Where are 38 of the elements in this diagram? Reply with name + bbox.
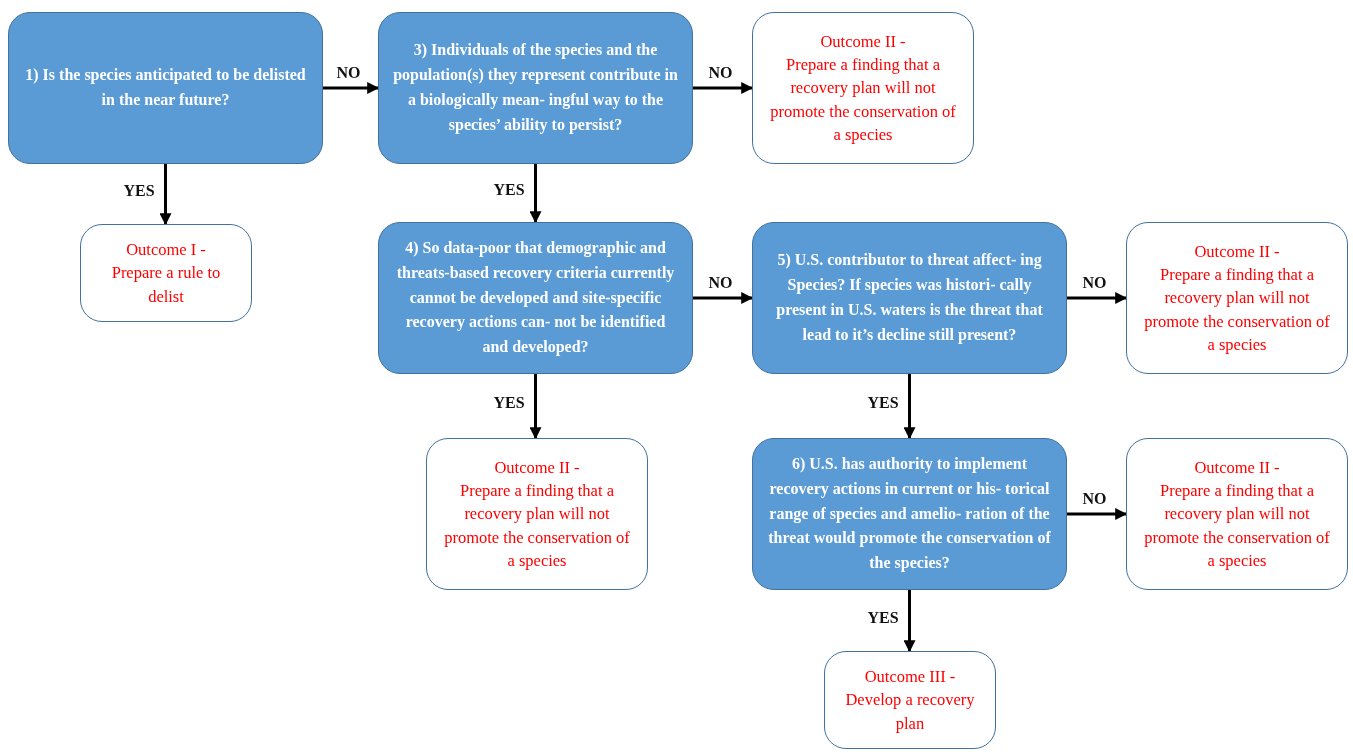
outcome-box: [752, 12, 974, 164]
box-text: 1) Is the species anticipated to be delisted in the near future?: [24, 65, 307, 110]
outcome-box: [426, 438, 648, 590]
box-text: 4) So data-poor that demographic and threats-based recovery criteria currently cannot be developed and site-specific recovery actions can- not be identified and developed?: [395, 238, 676, 358]
arrow: [903, 374, 916, 440]
box-text: Prepare a finding that a recovery plan will not promote the conservation of a species: [443, 480, 631, 572]
outcome-title: Outcome III -: [864, 666, 956, 689]
outcome-box: [1126, 222, 1348, 374]
question-box: [378, 12, 693, 164]
box-text: Develop a recovery plan: [844, 689, 976, 735]
box-text: 5) U.S. contributor to threat affect- ing Species? If species was histori- cally present in U.S. waters is the threat that lead to it’s decline still present?: [775, 250, 1044, 346]
box-text: Prepare a rule to delist: [110, 262, 222, 308]
box-text: Prepare a finding that a recovery plan will not promote the conservation of a species: [769, 54, 957, 146]
outcome-title: Outcome II -: [820, 31, 906, 54]
arrow: [529, 374, 542, 440]
outcome-box: [824, 651, 996, 749]
box-text: Prepare a finding that a recovery plan will not promote the conservation of a species: [1143, 480, 1331, 572]
outcome-title: Outcome II -: [1194, 457, 1280, 480]
outcome-title: Outcome II -: [1194, 241, 1280, 264]
arrow: [323, 82, 380, 94]
arrow: [159, 164, 172, 226]
arrow: [903, 590, 916, 653]
box-text: 3) Individuals of the species and the population(s) they represent contribute in a biologically mean- ingful way to the species’ ability to persist?: [392, 40, 679, 136]
box-text: 6) U.S. has authority to implement recovery actions in current or his- torical range of species and amelio- ration of the threat would promote the conservation of the species?: [767, 454, 1052, 574]
outcome-title: Outcome I -: [126, 239, 206, 262]
arrow: [529, 164, 542, 224]
question-box: [752, 222, 1067, 374]
outcome-box: [1126, 438, 1348, 590]
arrow: [1067, 508, 1128, 520]
question-box: [752, 438, 1067, 590]
question-box: [8, 12, 323, 164]
arrow: [693, 292, 754, 304]
outcome-box: [80, 224, 252, 322]
arrow: [693, 82, 754, 94]
box-text: Prepare a finding that a recovery plan will not promote the conservation of a species: [1143, 264, 1331, 356]
arrow: [1067, 292, 1128, 304]
question-box: [378, 222, 693, 374]
outcome-title: Outcome II -: [494, 457, 580, 480]
